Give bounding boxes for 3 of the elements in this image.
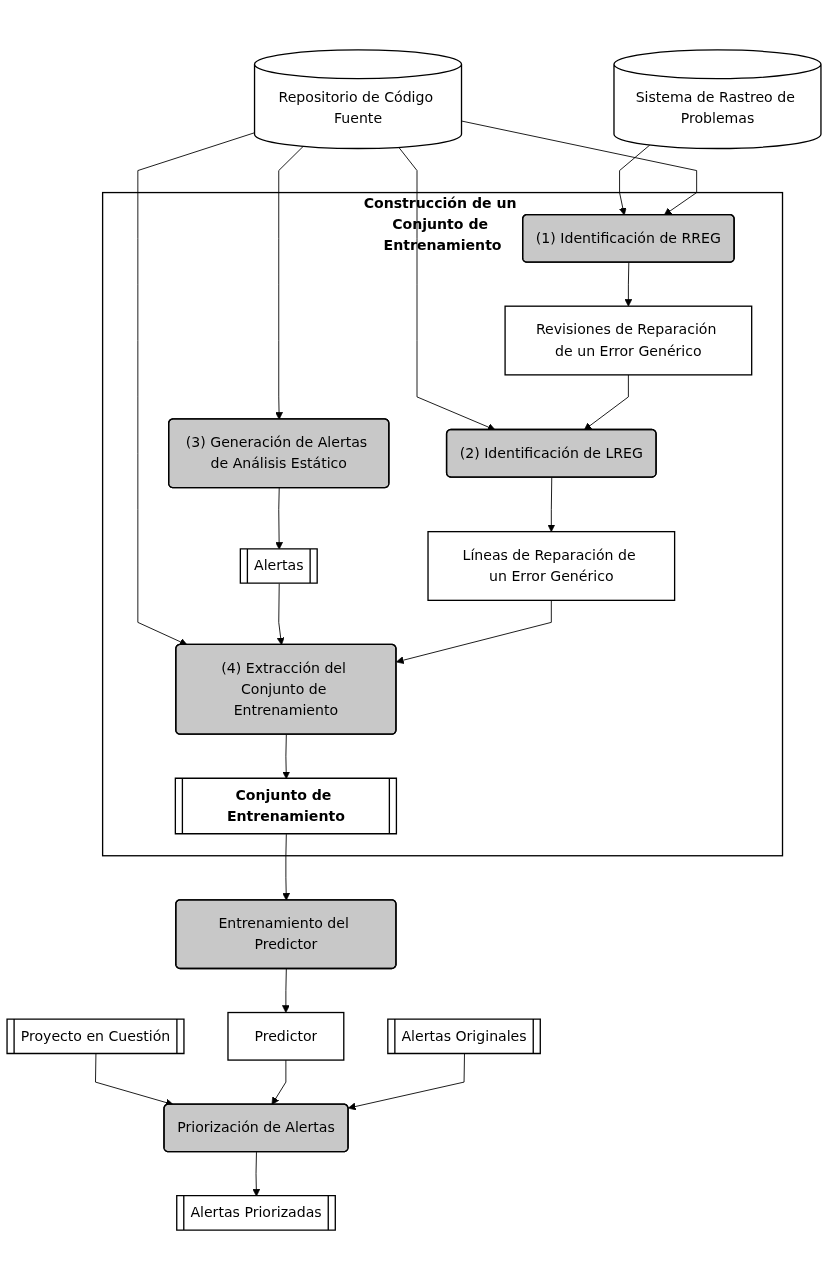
node-box: Líneas de Reparación de un Error Genérico	[427, 531, 676, 601]
node-box: Revisiones de Reparación de un Error Genérico	[504, 305, 753, 376]
node-box: Predictor	[227, 1011, 345, 1061]
